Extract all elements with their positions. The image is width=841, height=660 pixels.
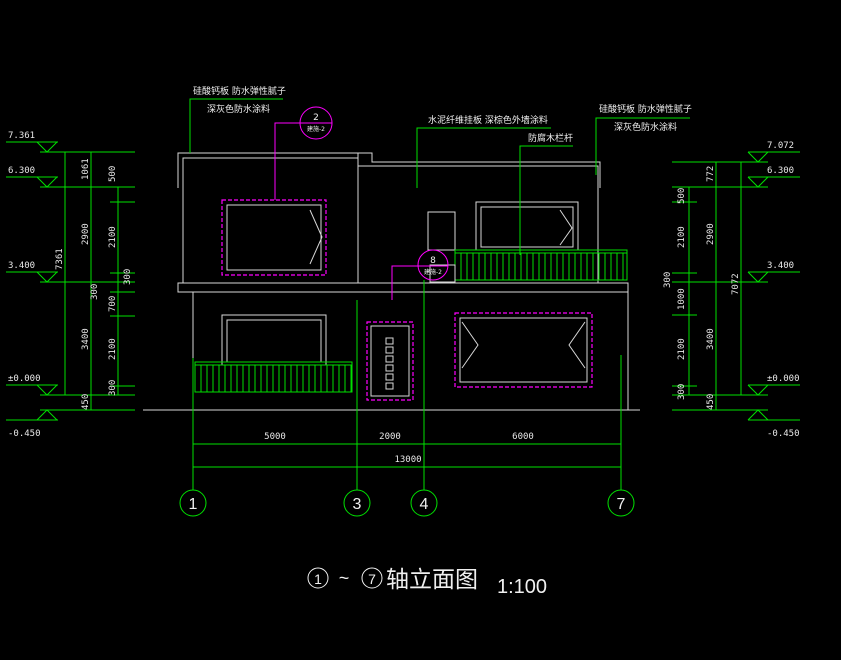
svg-text:2900: 2900 bbox=[706, 223, 716, 245]
svg-text:3: 3 bbox=[353, 496, 362, 513]
level-label: 3.400 bbox=[8, 261, 35, 271]
window-lower-left bbox=[221, 314, 327, 366]
svg-text:建施-2: 建施-2 bbox=[307, 125, 325, 133]
svg-text:2000: 2000 bbox=[379, 432, 401, 442]
level-marker-icon bbox=[36, 384, 58, 396]
svg-text:2100: 2100 bbox=[677, 226, 687, 248]
svg-text:~: ~ bbox=[339, 568, 350, 588]
svg-text:500: 500 bbox=[108, 166, 118, 182]
window-upper-right bbox=[475, 201, 579, 251]
detail-callout-2[interactable]: 2 建施-2 bbox=[274, 106, 333, 200]
svg-text:2900: 2900 bbox=[81, 223, 91, 245]
level-marker-icon bbox=[747, 176, 769, 188]
svg-text:6000: 6000 bbox=[512, 432, 534, 442]
level-label: 7.361 bbox=[8, 131, 35, 141]
svg-text:建施-2: 建施-2 bbox=[424, 268, 442, 276]
level-marker-icon bbox=[36, 141, 58, 153]
level-marker-icon bbox=[747, 151, 769, 163]
svg-text:8: 8 bbox=[430, 256, 436, 266]
svg-text:5000: 5000 bbox=[264, 432, 286, 442]
svg-text:7: 7 bbox=[617, 496, 626, 513]
svg-text:4: 4 bbox=[420, 496, 429, 513]
svg-text:300: 300 bbox=[90, 284, 100, 300]
detail-callout-8[interactable]: 8 建施-2 bbox=[391, 249, 449, 300]
upper-door bbox=[427, 211, 456, 251]
level-label: 3.400 bbox=[767, 261, 794, 271]
level-label: ±0.000 bbox=[8, 374, 41, 384]
left-dimensions: 7.361 6.300 3.400 ±0.000 -0.450 7361 1061 29… bbox=[6, 131, 135, 439]
axis-bubbles: 1 3 4 7 bbox=[179, 489, 635, 517]
right-dimensions: 7.072 6.300 3.400 ±0.000 -0.450 7072 772 290… bbox=[663, 141, 800, 439]
note-mid-1: 水泥纤维挂板 深棕色外墙涂料 bbox=[428, 114, 548, 126]
note-railing: 防腐木栏杆 bbox=[528, 132, 573, 144]
door-glass-panel bbox=[385, 373, 394, 381]
svg-text:772: 772 bbox=[706, 166, 716, 182]
level-marker-icon bbox=[36, 176, 58, 188]
svg-text:450: 450 bbox=[81, 394, 91, 410]
svg-text:450: 450 bbox=[706, 394, 716, 410]
level-marker-icon bbox=[36, 409, 59, 421]
svg-text:2100: 2100 bbox=[108, 226, 118, 248]
dim-total: 7361 bbox=[55, 248, 65, 270]
door-glass-panel bbox=[385, 346, 394, 354]
axis-7: 7 bbox=[607, 489, 635, 517]
svg-text:1061: 1061 bbox=[81, 158, 91, 180]
level-label: 6.300 bbox=[8, 166, 35, 176]
level-marker-icon bbox=[747, 384, 769, 396]
window-lower-right bbox=[454, 312, 593, 388]
note-left-1: 硅酸钙板 防水弹性腻子 bbox=[193, 85, 286, 97]
svg-text:1: 1 bbox=[189, 496, 198, 513]
svg-text:500: 500 bbox=[677, 188, 687, 204]
door-glass-panel bbox=[385, 337, 394, 345]
level-label: -0.450 bbox=[767, 429, 800, 439]
svg-text:1:100: 1:100 bbox=[497, 576, 547, 598]
dim-total-right: 7072 bbox=[731, 273, 741, 295]
level-label: 7.072 bbox=[767, 141, 794, 151]
door-glass-panel bbox=[385, 382, 394, 390]
axis-3: 3 bbox=[343, 489, 371, 517]
svg-text:7: 7 bbox=[368, 571, 376, 587]
balcony-railing bbox=[454, 249, 628, 281]
horizontal-dimensions: 5000 2000 6000 13000 bbox=[192, 280, 622, 490]
door-glass-panel bbox=[385, 355, 394, 363]
level-marker-icon bbox=[747, 271, 769, 283]
note-right-1: 硅酸钙板 防水弹性腻子 bbox=[599, 103, 692, 115]
svg-text:3400: 3400 bbox=[706, 328, 716, 350]
level-label: ±0.000 bbox=[767, 374, 800, 384]
note-left-2: 深灰色防水涂料 bbox=[207, 103, 270, 115]
level-label: -0.450 bbox=[8, 429, 41, 439]
overall-dim: 13000 bbox=[394, 455, 421, 465]
svg-text:2: 2 bbox=[313, 113, 319, 123]
level-marker-icon bbox=[747, 409, 770, 421]
building-elevation bbox=[143, 152, 640, 411]
svg-text:轴立面图: 轴立面图 bbox=[386, 567, 478, 593]
level-marker-icon bbox=[36, 271, 58, 283]
note-right-2: 深灰色防水涂料 bbox=[614, 121, 677, 133]
svg-text:300: 300 bbox=[663, 272, 673, 288]
svg-text:2100: 2100 bbox=[108, 338, 118, 360]
axis-1: 1 bbox=[179, 489, 207, 517]
svg-text:1000: 1000 bbox=[677, 288, 687, 310]
svg-text:300: 300 bbox=[123, 269, 133, 285]
axis-4: 4 bbox=[410, 489, 438, 517]
material-notes: 硅酸钙板 防水弹性腻子 深灰色防水涂料 水泥纤维挂板 深棕色外墙涂料 防腐木栏杆… bbox=[189, 85, 692, 255]
svg-text:1: 1 bbox=[314, 571, 322, 587]
svg-text:300: 300 bbox=[677, 384, 687, 400]
level-label: 6.300 bbox=[767, 166, 794, 176]
svg-text:700: 700 bbox=[108, 296, 118, 312]
drawing-title: 1 ~ 7 轴立面图 1:100 bbox=[307, 567, 547, 598]
door-glass-panel bbox=[385, 364, 394, 372]
svg-text:2100: 2100 bbox=[677, 338, 687, 360]
svg-text:300: 300 bbox=[108, 380, 118, 396]
window-upper-left bbox=[221, 199, 327, 276]
svg-text:3400: 3400 bbox=[81, 328, 91, 350]
front-door bbox=[366, 321, 414, 401]
